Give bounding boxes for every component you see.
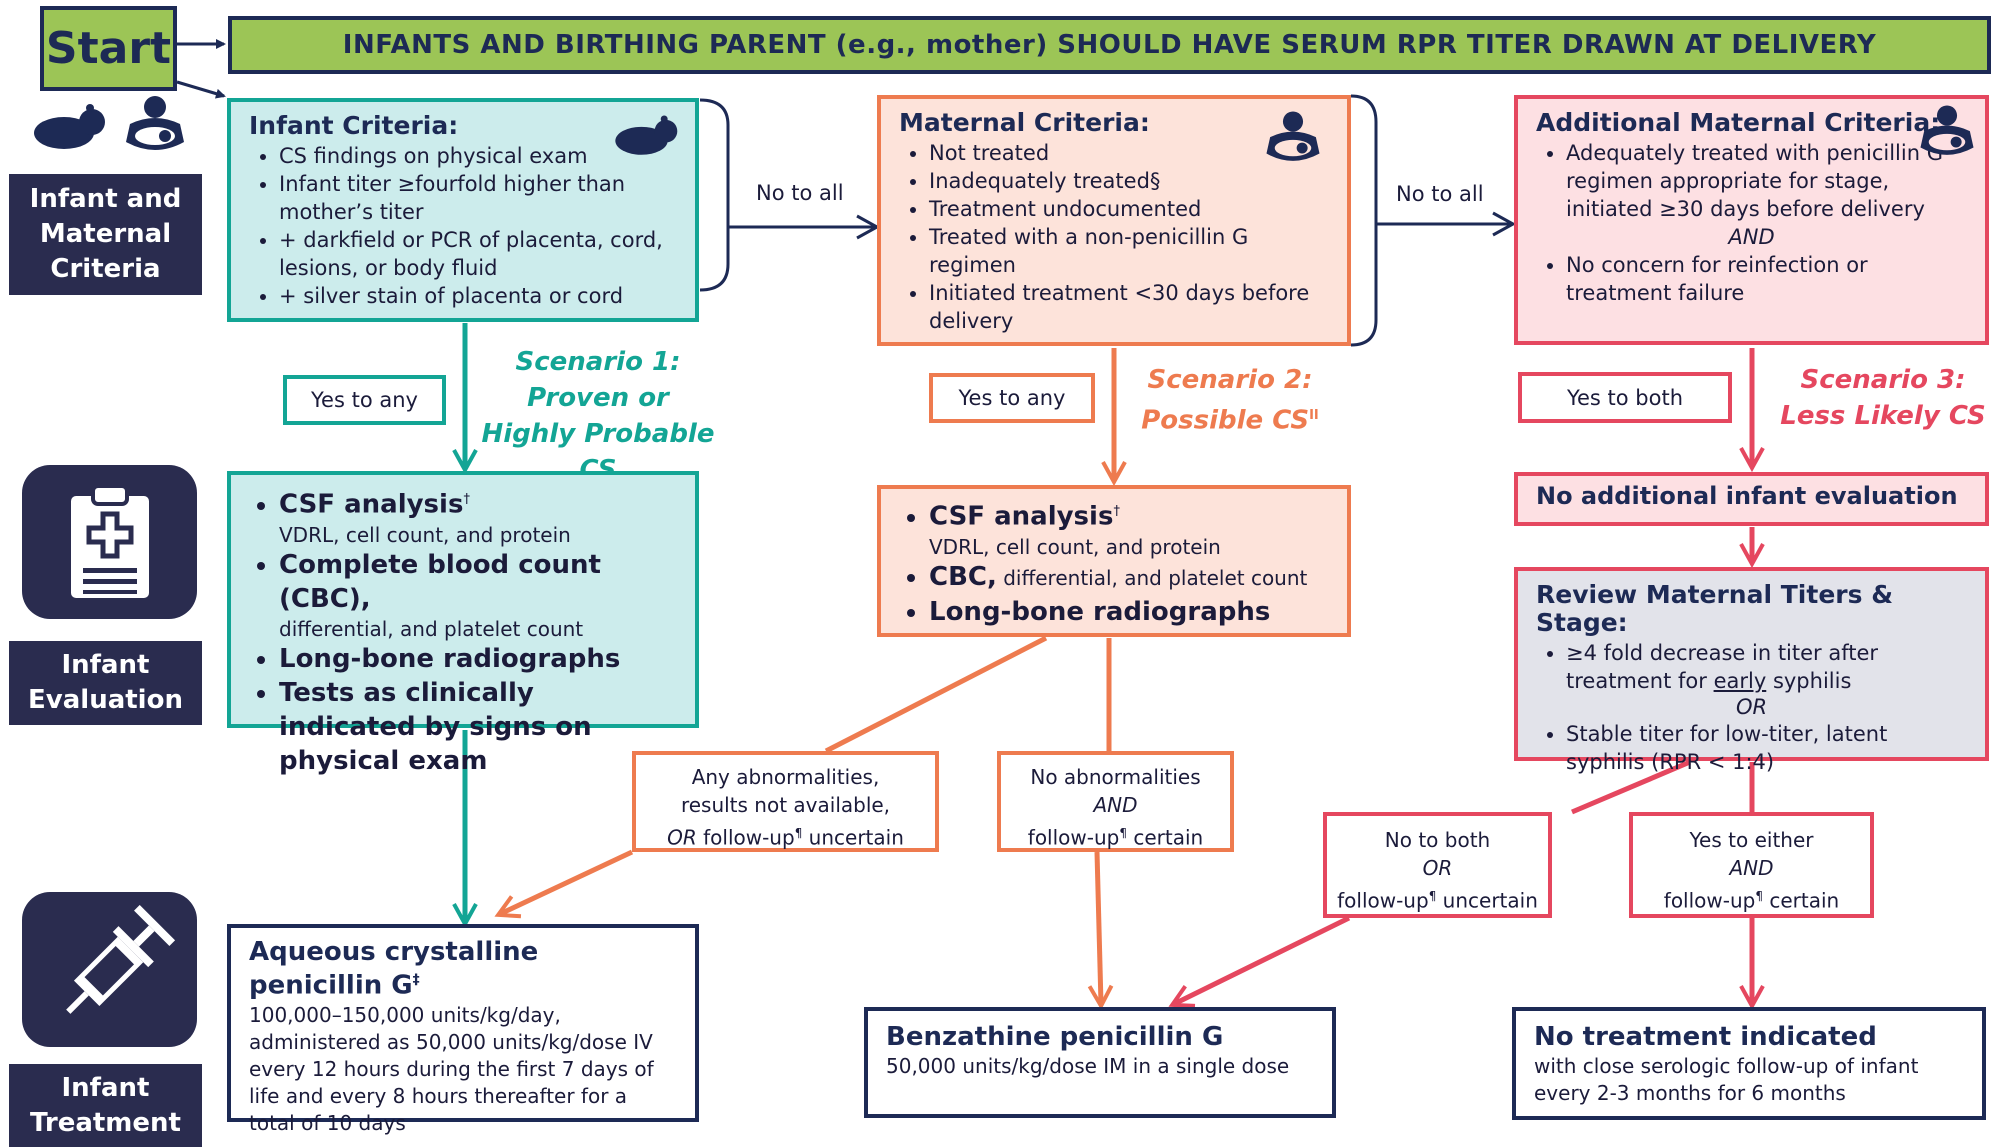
eval-item-bone: Long-bone radiographs — [279, 642, 677, 676]
treatment-text: with close serologic follow-up of infant… — [1534, 1054, 1919, 1105]
syringe-icon — [22, 892, 197, 1047]
maternal-criteria-item: Treatment undocumented — [929, 195, 1329, 223]
infant-criteria-item: Infant titer ≥fourfold higher than mothe… — [279, 170, 677, 226]
infant-criteria-item: + darkfield or PCR of placenta, cord, le… — [279, 226, 677, 282]
mother-infant-icon — [1261, 109, 1325, 167]
treatment-title: Benzathine penicillin G — [886, 1022, 1224, 1052]
review-title: Review Maternal Titers & Stage: — [1536, 580, 1893, 637]
scenario-3-label: Scenario 3: Less Likely CS — [1780, 365, 1986, 431]
infant-criteria-item: + silver stain of placenta or cord — [279, 282, 677, 310]
side-label-evaluation: Infant Evaluation — [9, 641, 202, 725]
abnormalities-decision: Any abnormalities, results not available… — [632, 751, 939, 852]
eval-item-csf: CSF analysis†VDRL, cell count, and prote… — [279, 483, 677, 548]
infant-criteria-item: CS findings on physical exam — [279, 142, 677, 170]
eval-item-cbc: CBC, differential, and platelet count — [929, 560, 1329, 595]
no-additional-evaluation-box: No additional infant evaluation — [1514, 472, 1989, 526]
rpr-titer-banner: INFANTS AND BIRTHING PARENT (e.g., mothe… — [228, 16, 1991, 74]
eval-item-csf: CSF analysis†VDRL, cell count, and prote… — [929, 495, 1329, 560]
no-abnormalities-decision: No abnormalities AND follow-up¶ certain — [997, 751, 1234, 852]
or-connector: OR — [1735, 695, 1768, 719]
infant-evaluation-scenario-1: CSF analysis†VDRL, cell count, and prote… — [227, 471, 699, 776]
maternal-criteria-item: Treated with a non-penicillin G regimen — [929, 223, 1329, 279]
no-to-all-label: No to all — [756, 181, 844, 205]
scenario-2-line2: Possible CS — [1141, 405, 1310, 436]
infant-evaluation-scenario-2: CSF analysis†VDRL, cell count, and prote… — [877, 485, 1351, 637]
yes-to-both-tag: Yes to both — [1518, 372, 1732, 423]
additional-maternal-criteria-box: Additional Maternal Criteria: Adequately… — [1514, 95, 1989, 345]
side-label-criteria: Infant and Maternal Criteria — [9, 174, 202, 295]
footnote-mark: II — [1309, 408, 1319, 423]
no-to-both-decision: No to both OR follow-up¶ uncertain — [1323, 812, 1552, 918]
maternal-criteria-item: Not treated — [929, 139, 1329, 167]
no-treatment-indicated: No treatment indicated with close serolo… — [1512, 1007, 1986, 1120]
infant-criteria-title: Infant Criteria: — [249, 111, 459, 140]
clipboard-medical-icon — [22, 465, 197, 619]
scenario-1-label: Scenario 1: Proven or Highly Probable CS — [481, 347, 715, 485]
maternal-criteria-box: Maternal Criteria: Not treated Inadequat… — [877, 95, 1351, 346]
start-label: Start — [40, 6, 177, 91]
yes-to-any-tag: Yes to any — [283, 375, 446, 425]
infant-criteria-box: Infant Criteria: CS findings on physical… — [227, 98, 699, 322]
and-connector: AND — [1728, 225, 1775, 249]
yes-to-either-decision: Yes to either AND follow-up¶ certain — [1629, 812, 1874, 918]
eval-item-cbc: Complete blood count (CBC),differential,… — [279, 548, 677, 642]
eval-item-bone: Long-bone radiographs — [929, 595, 1329, 629]
treatment-title: Aqueous crystalline penicillin G‡ — [249, 937, 539, 1001]
mother-infant-icon — [120, 94, 190, 156]
treatment-text: 50,000 units/kg/dose IM in a single dose — [886, 1054, 1290, 1078]
maternal-criteria-item: Inadequately treated§ — [929, 167, 1329, 195]
no-to-all-label: No to all — [1396, 182, 1484, 206]
aqueous-penicillin-treatment: Aqueous crystalline penicillin G‡ 100,00… — [227, 924, 699, 1135]
benzathine-penicillin-treatment: Benzathine penicillin G 50,000 units/kg/… — [864, 1007, 1336, 1118]
maternal-criteria-item: Initiated treatment <30 days before deli… — [929, 279, 1329, 335]
review-item: Stable titer for low-titer, latent syphi… — [1566, 720, 1967, 776]
side-label-treatment: Infant Treatment — [9, 1064, 202, 1147]
yes-to-any-tag: Yes to any — [929, 373, 1095, 423]
treatment-text: 100,000–150,000 units/kg/day, administer… — [249, 1002, 654, 1135]
mother-infant-icon — [1915, 103, 1979, 161]
additional-criteria-item: Adequately treated with penicillin G reg… — [1566, 139, 1957, 223]
review-maternal-titers-box: Review Maternal Titers & Stage: ≥4 fold … — [1514, 567, 1989, 774]
additional-criteria-item: No concern for reinfection or treatment … — [1566, 251, 1967, 307]
scenario-2-label: Scenario 2: Possible CSII — [1130, 362, 1330, 439]
additional-criteria-title: Additional Maternal Criteria: — [1536, 108, 1941, 137]
baby-icon — [609, 112, 681, 160]
eval-item-tests: Tests as clinically indicated by signs o… — [279, 676, 677, 778]
maternal-criteria-title: Maternal Criteria: — [899, 108, 1150, 137]
treatment-title: No treatment indicated — [1534, 1022, 1877, 1052]
baby-icon — [28, 100, 108, 155]
scenario-2-line1: Scenario 2: — [1147, 365, 1313, 395]
review-item: ≥4 fold decrease in titer after treatmen… — [1566, 639, 1967, 695]
